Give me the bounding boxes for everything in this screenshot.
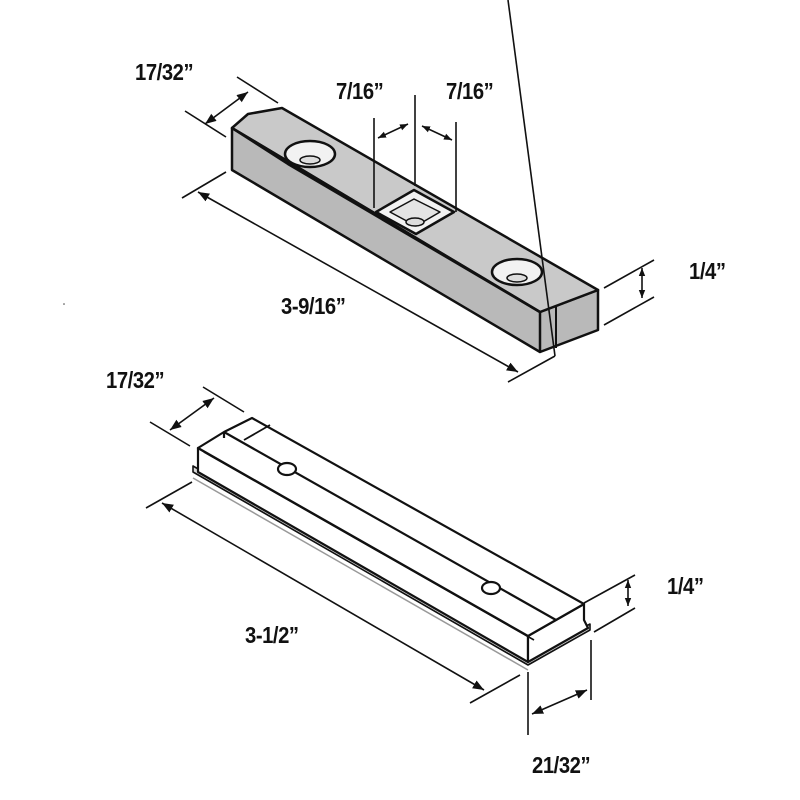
bottom-height-label: 1/4”: [667, 573, 704, 599]
top-height-label: 1/4”: [689, 258, 726, 284]
top-dimension-lines: [181, 0, 655, 383]
top-center-right-label: 7/16”: [446, 78, 494, 104]
top-width-label: 17/32”: [135, 59, 194, 85]
bottom-length-label: 3-1/2”: [245, 622, 299, 648]
bottom-base-width-label: 21/32”: [532, 752, 591, 778]
bottom-dimension-lines: [145, 386, 636, 735]
top-center-left-label: 7/16”: [336, 78, 384, 104]
stray-dot: [63, 303, 65, 305]
top-length-label: 3-9/16”: [281, 293, 346, 319]
bottom-width-label: 17/32”: [106, 367, 165, 393]
